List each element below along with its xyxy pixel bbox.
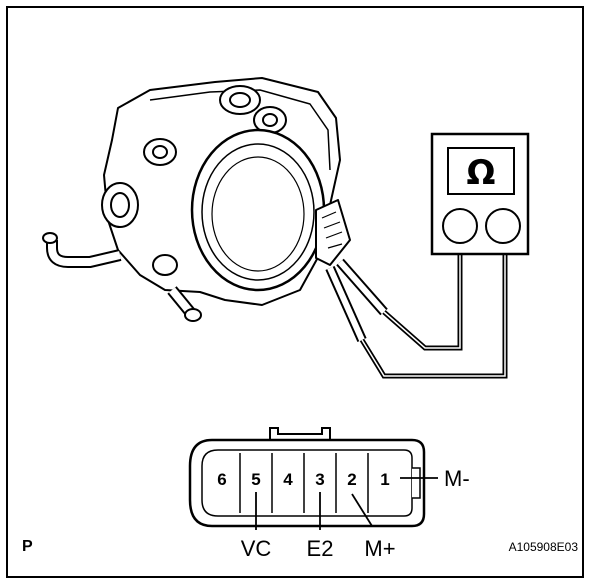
ohm-symbol: Ω [467, 153, 496, 193]
label-vc: VC [241, 536, 272, 561]
connector-pins: 6 5 4 3 2 1 [217, 470, 389, 489]
ohmmeter-jack-left [442, 208, 478, 244]
ohmmeter: Ω [430, 132, 530, 256]
probe-leads [325, 240, 508, 379]
terminal-labels: VC E2 M+ M- [241, 466, 470, 561]
label-m-plus: M+ [364, 536, 395, 561]
leader-lines [255, 477, 438, 530]
figure-code: A105908E03 [508, 540, 578, 554]
pin-3: 3 [315, 470, 324, 489]
pin-1: 1 [380, 470, 389, 489]
pin-6: 6 [217, 470, 226, 489]
ohmmeter-jack-right [485, 208, 521, 244]
corner-letter: P [22, 538, 33, 555]
pin-4: 4 [283, 470, 293, 489]
label-m-minus: M- [444, 466, 470, 491]
pin-2: 2 [347, 470, 356, 489]
throttle-body [42, 77, 351, 322]
connector-face [188, 427, 426, 528]
ohmmeter-display [447, 147, 515, 195]
pin-5: 5 [251, 470, 260, 489]
label-e2: E2 [307, 536, 334, 561]
